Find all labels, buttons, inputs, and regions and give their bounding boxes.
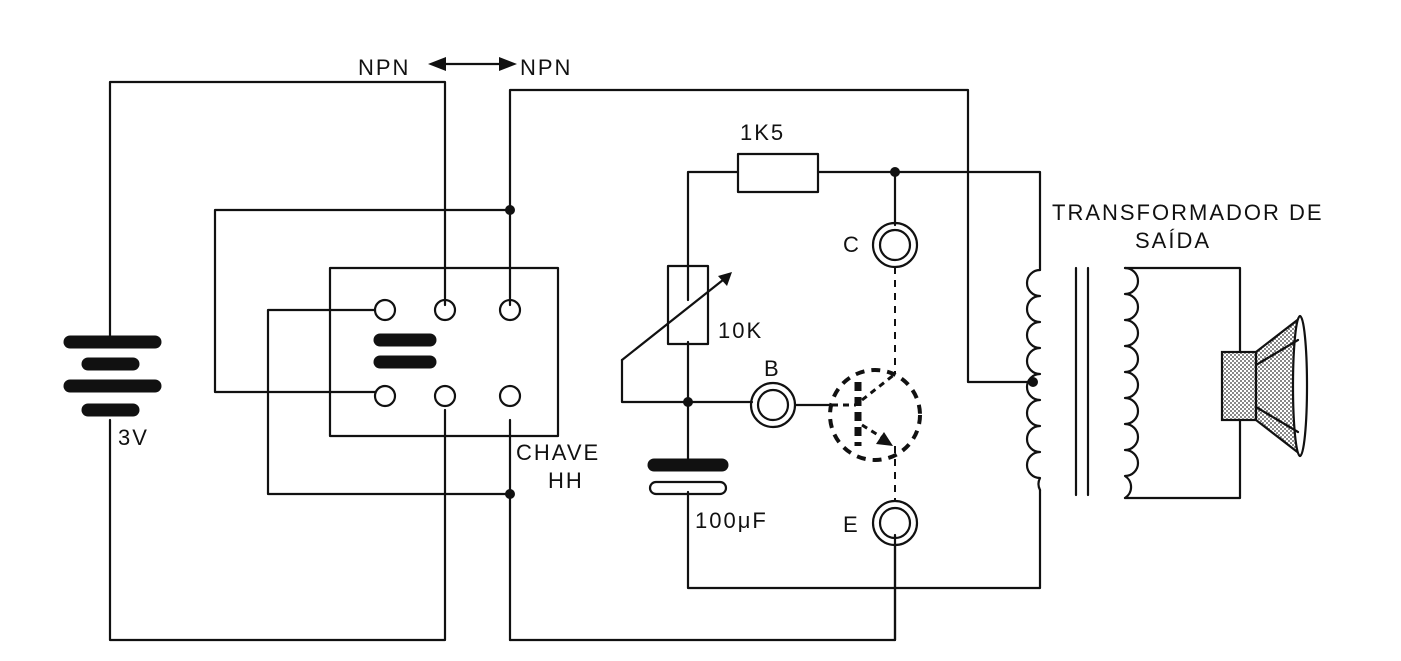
- switch-hh: [328, 266, 560, 438]
- label-switch-line2: HH: [548, 468, 584, 493]
- label-base: B: [764, 356, 781, 381]
- label-capacitor: 100μF: [695, 508, 768, 533]
- battery-symbol: [63, 335, 162, 417]
- label-potentiometer: 10K: [718, 318, 763, 343]
- terminal-c: [871, 221, 919, 269]
- wires: [108, 80, 1242, 642]
- label-emitter: E: [843, 512, 860, 537]
- label-npn-right: NPN: [520, 55, 572, 80]
- resistor-1k5: [736, 152, 820, 194]
- terminal-b: [749, 381, 797, 429]
- label-switch-line1: CHAVE: [516, 440, 600, 465]
- speaker-icon: [1220, 314, 1309, 458]
- label-resistor: 1K5: [740, 120, 785, 145]
- double-arrow: [428, 57, 517, 71]
- label-transformer-line1: TRANSFORMADOR DE: [1052, 200, 1324, 225]
- label-collector: C: [843, 232, 861, 257]
- capacitor-100uf: [647, 458, 729, 496]
- terminal-e: [871, 499, 919, 547]
- label-transformer-line2: SAÍDA: [1135, 228, 1211, 253]
- potentiometer-10k: [620, 264, 732, 362]
- transistor-symbol: [828, 267, 922, 501]
- label-npn-left: NPN: [358, 55, 410, 80]
- label-battery-voltage: 3V: [118, 425, 149, 450]
- output-transformer: [1025, 266, 1140, 500]
